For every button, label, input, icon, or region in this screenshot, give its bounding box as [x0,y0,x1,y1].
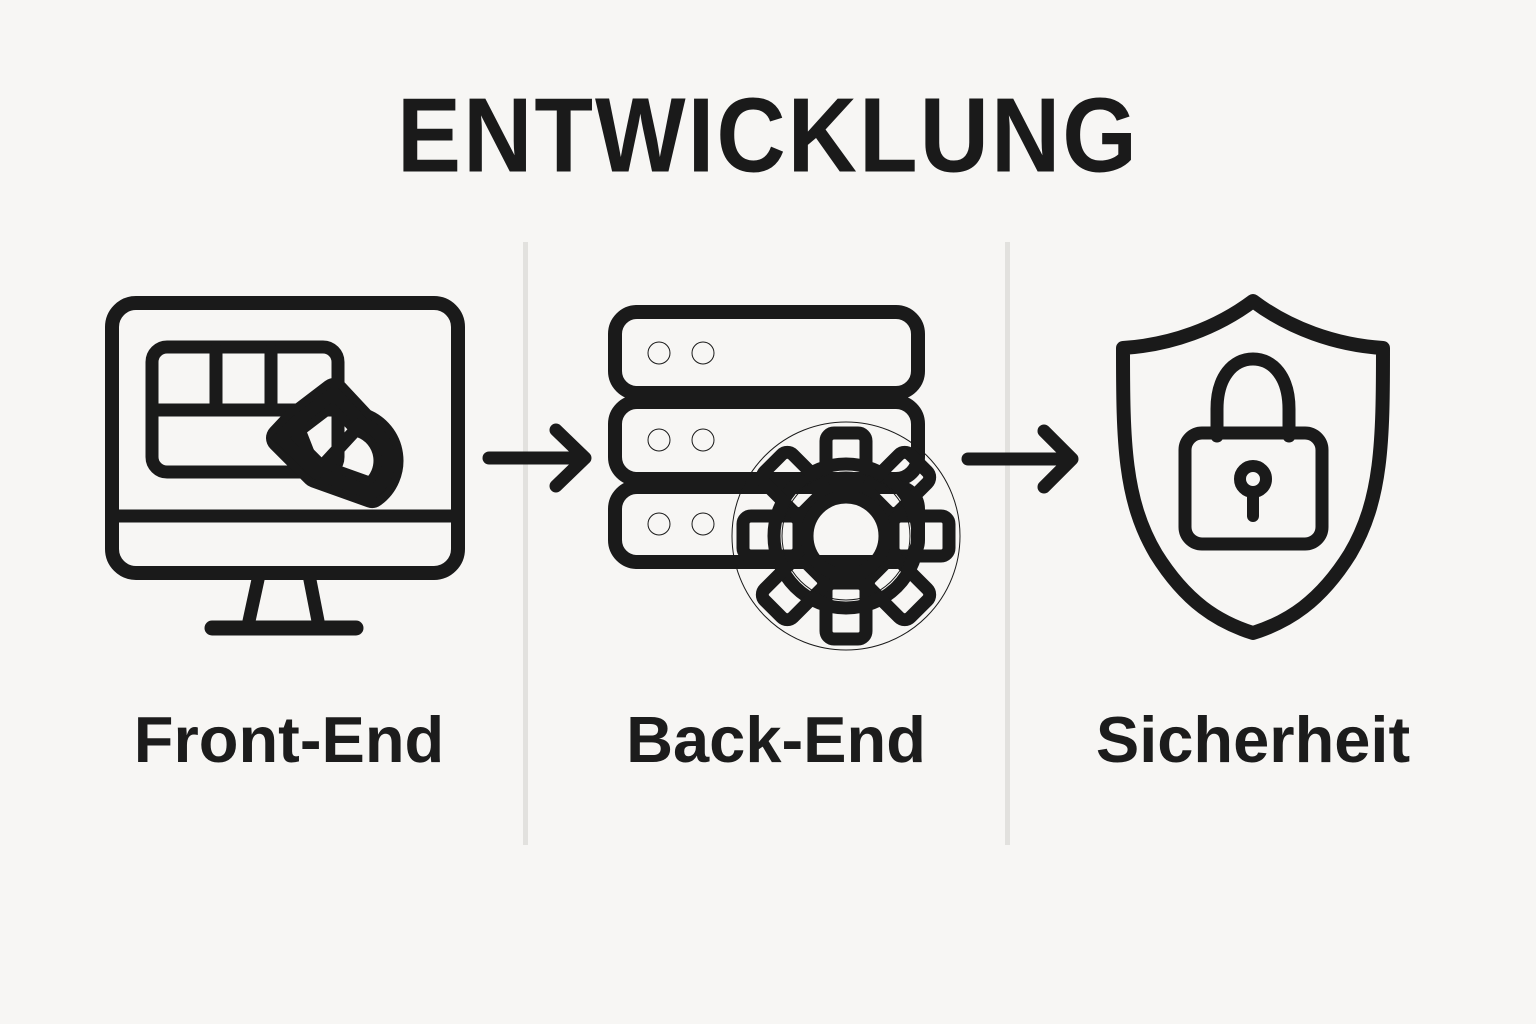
step-label-back-end: Back-End [626,703,926,776]
arrow-right-icon [482,423,592,493]
page-title: ENTWICKLUNG [397,77,1139,195]
gear-icon [731,421,961,651]
monitor-design-icon [105,296,465,636]
column-divider-1 [523,242,528,845]
step-label-front-end: Front-End [133,703,445,776]
pen-icon [266,378,404,508]
shield-lock-icon [1116,294,1390,640]
arrow-right-icon [961,424,1079,494]
step-label-sicherheit: Sicherheit [1095,703,1411,776]
server-gear-icon [608,305,961,651]
column-divider-2 [1005,242,1010,845]
lock-icon [1178,352,1329,551]
monitor-stand [242,568,325,628]
